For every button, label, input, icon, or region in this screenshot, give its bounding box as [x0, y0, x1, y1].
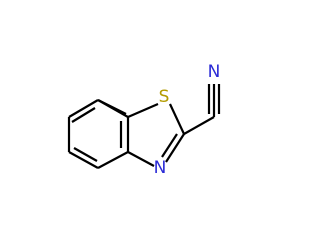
c-n-double-bond-inner	[161, 133, 178, 158]
benzene-bond-1-inner	[71, 107, 96, 123]
molecule-drawing: S N N	[67, 62, 221, 178]
benzene-bond-3-inner	[73, 147, 98, 162]
sulfur-atom: S	[159, 87, 170, 107]
s-c-bond-2	[169, 103, 185, 135]
c-n-double-bond	[165, 133, 185, 163]
ring-nitrogen-atom: N	[154, 158, 167, 178]
sulfur-label: S	[159, 87, 170, 107]
c-s-bond-1	[127, 102, 159, 119]
ch2-bond	[183, 116, 215, 135]
ring-nitrogen-label: N	[154, 158, 167, 178]
benzene-bond-1	[68, 99, 99, 118]
structure-canvas: S N N	[67, 62, 221, 178]
benzene-bond-3	[68, 151, 99, 169]
nitrile-nitrogen-atom: N	[208, 62, 221, 82]
benzene-bond-6	[97, 99, 129, 118]
nitrile-nitrogen-label: N	[208, 62, 221, 82]
benzene-bond-4	[97, 151, 129, 169]
n-c-bond	[127, 151, 155, 167]
